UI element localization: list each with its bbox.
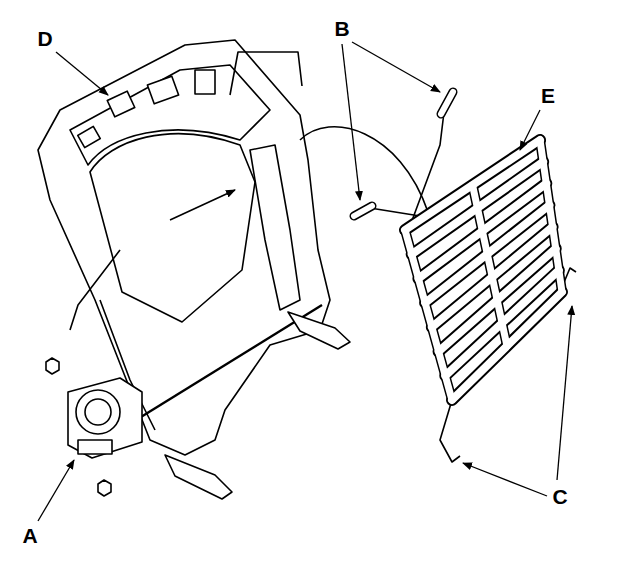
grid-slat [405,230,452,400]
grid-slat [473,185,508,346]
callout-letter: C [552,486,567,507]
grid-slat [540,140,562,292]
callout-letter: D [37,28,52,49]
callout-letter: B [334,18,349,39]
callout-letter: A [22,525,37,546]
grid-slat [540,140,562,292]
callout-letter: E [541,85,555,106]
